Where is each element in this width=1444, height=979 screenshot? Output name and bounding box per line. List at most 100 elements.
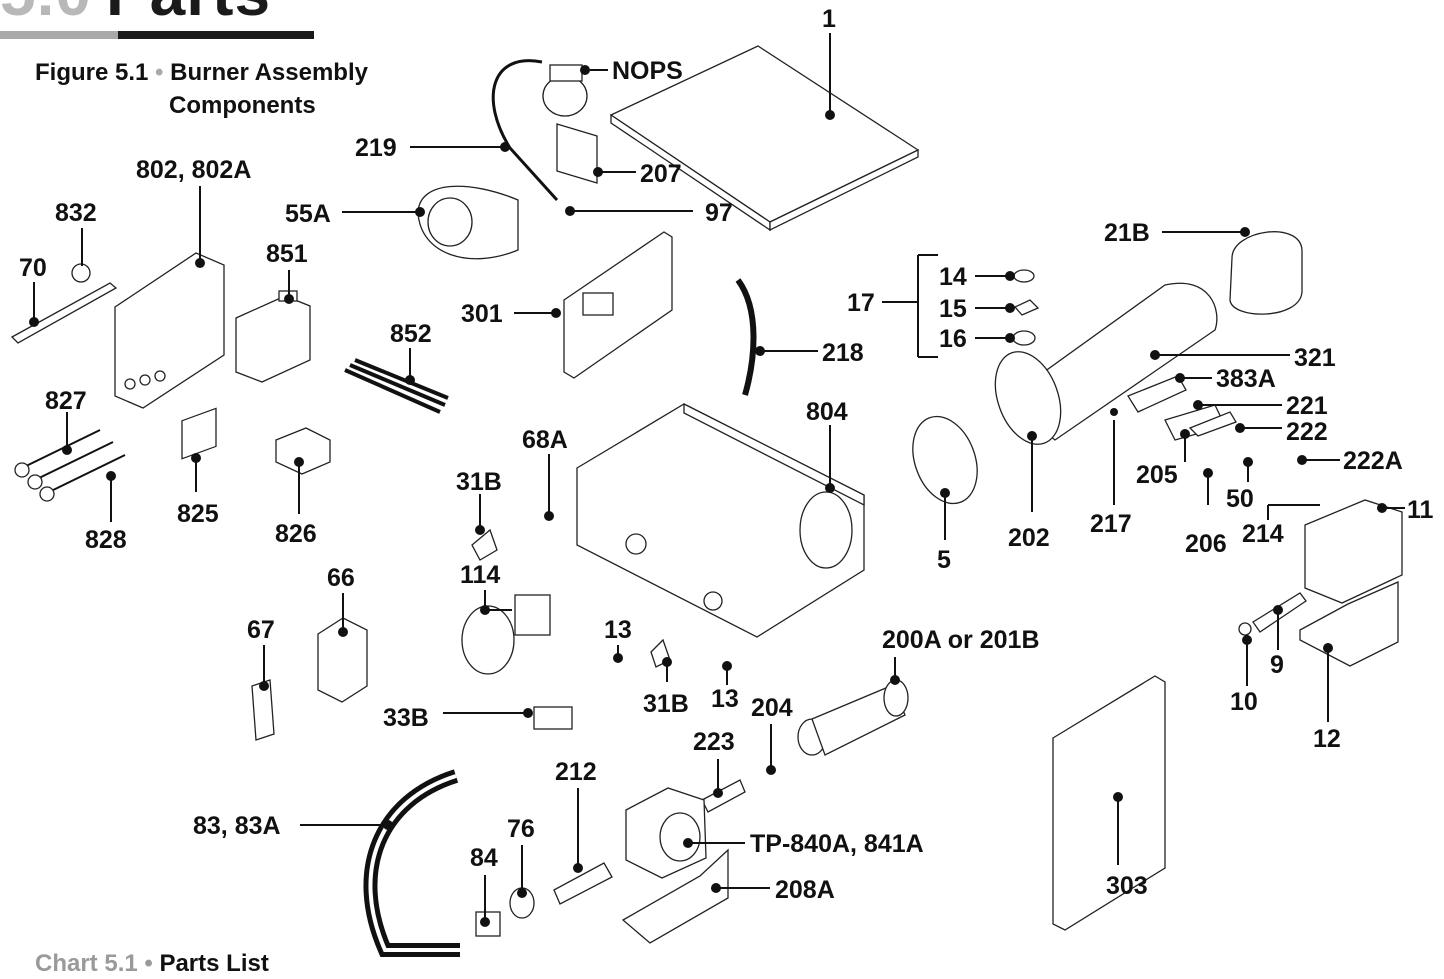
label-218: 218 (822, 339, 864, 367)
part-303-panel (1052, 675, 1166, 931)
part-826-transformer (275, 427, 331, 475)
label-1: 1 (822, 5, 836, 33)
part-5-gasket (912, 415, 978, 505)
label-31b-top: 31B (456, 468, 502, 496)
label-17: 17 (847, 289, 875, 317)
heading-rule-accent (0, 31, 118, 39)
label-5: 5 (937, 546, 951, 574)
label-303: 303 (1106, 872, 1148, 900)
label-321: 321 (1294, 344, 1336, 372)
label-13-right: 13 (711, 685, 739, 713)
label-204: 204 (751, 694, 793, 722)
part-851-module (235, 290, 311, 383)
part-washers-14-15-16 (1012, 269, 1040, 346)
chart-title: Parts List (159, 950, 269, 977)
label-83-83a: 83, 83A (193, 812, 281, 840)
label-66: 66 (327, 564, 355, 592)
label-222a: 222A (1343, 447, 1403, 475)
label-825: 825 (177, 500, 219, 528)
caption-bullet: • (155, 59, 164, 86)
label-804: 804 (806, 398, 848, 426)
part-208a-bracket (621, 848, 729, 944)
part-nops-pressure-switch (542, 64, 588, 117)
label-852: 852 (390, 320, 432, 348)
label-208a: 208A (775, 876, 835, 904)
label-219: 219 (355, 134, 397, 162)
label-nops: NOPS (612, 57, 683, 85)
part-9-10-fitting (1238, 592, 1307, 636)
label-84: 84 (470, 844, 498, 872)
label-114: 114 (460, 561, 500, 589)
section-title: Parts (106, 0, 271, 29)
label-827: 827 (45, 387, 87, 415)
part-200a-burner-head (797, 679, 909, 756)
chart-caption-bullet: • (144, 950, 153, 977)
label-202: 202 (1008, 524, 1050, 552)
label-55a: 55A (285, 200, 331, 228)
label-828: 828 (85, 526, 127, 554)
figure-title-line1: Burner Assembly (170, 59, 368, 86)
label-11: 11 (1407, 496, 1434, 524)
callout-labels: 1 NOPS 219 207 97 802, 802A 832 70 55A 8… (19, 5, 1434, 904)
part-bracket-31b-top (471, 528, 498, 561)
label-207: 207 (640, 160, 682, 188)
label-68a: 68A (522, 426, 568, 454)
label-tp840a-841a: TP-840A, 841A (750, 830, 924, 858)
label-217: 217 (1090, 510, 1132, 538)
label-200a-or-201b: 200A or 201B (882, 626, 1040, 654)
label-301: 301 (461, 300, 503, 328)
label-832: 832 (55, 199, 97, 227)
label-383a: 383A (1216, 365, 1276, 393)
section-number: 5.0 (0, 0, 92, 29)
part-217-screw (1110, 408, 1118, 416)
part-83-flex-hose (363, 769, 460, 957)
label-76: 76 (507, 815, 535, 843)
label-214: 214 (1242, 520, 1284, 548)
part-202-tube (994, 282, 1218, 445)
label-14: 14 (939, 263, 967, 291)
part-1-top-panel (609, 45, 920, 232)
label-826: 826 (275, 520, 317, 548)
section-heading: 5.0 Parts (0, 0, 271, 30)
part-802-control-panel (114, 252, 225, 409)
figure-title-line2: Components (169, 92, 316, 119)
label-9: 9 (1270, 651, 1284, 679)
figure-caption: Figure 5.1 • Burner Assembly Components (35, 56, 368, 122)
chart-number: Chart 5.1 (35, 950, 138, 977)
label-206: 206 (1185, 530, 1227, 558)
part-852-wires (344, 358, 449, 414)
label-15: 15 (939, 295, 967, 323)
part-83-flex-hose-core (368, 774, 460, 952)
part-21b-clamp (1229, 231, 1303, 315)
label-13-left: 13 (604, 616, 632, 644)
part-55a-blower (417, 185, 519, 260)
part-218-tube (735, 278, 757, 396)
label-16: 16 (939, 325, 967, 353)
part-832-switch (71, 263, 91, 283)
label-802: 802, 802A (136, 156, 251, 184)
part-219-tubing (491, 59, 559, 202)
part-tp840-gas-valve (625, 787, 707, 879)
figure-number: Figure 5.1 (35, 59, 149, 86)
label-10: 10 (1230, 688, 1258, 716)
label-97: 97 (705, 199, 733, 227)
label-33b: 33B (383, 704, 429, 732)
chart-caption: Chart 5.1 • Parts List (35, 950, 269, 978)
label-50: 50 (1226, 485, 1254, 513)
label-67: 67 (247, 616, 275, 644)
label-21b: 21B (1104, 219, 1150, 247)
label-223: 223 (693, 728, 735, 756)
part-383a-plate (1127, 375, 1187, 413)
part-825-relay (181, 407, 217, 460)
part-114-air-inlet (461, 594, 551, 675)
part-827-electrodes (14, 429, 126, 502)
heading-rule (118, 31, 314, 39)
label-205: 205 (1136, 461, 1178, 489)
part-223-orifice (701, 779, 746, 813)
part-221-bracket (1188, 411, 1237, 437)
leader-lines (29, 33, 1405, 927)
label-222: 222 (1286, 418, 1328, 446)
label-31b-bot: 31B (643, 690, 689, 718)
part-33b-valve (533, 706, 573, 730)
